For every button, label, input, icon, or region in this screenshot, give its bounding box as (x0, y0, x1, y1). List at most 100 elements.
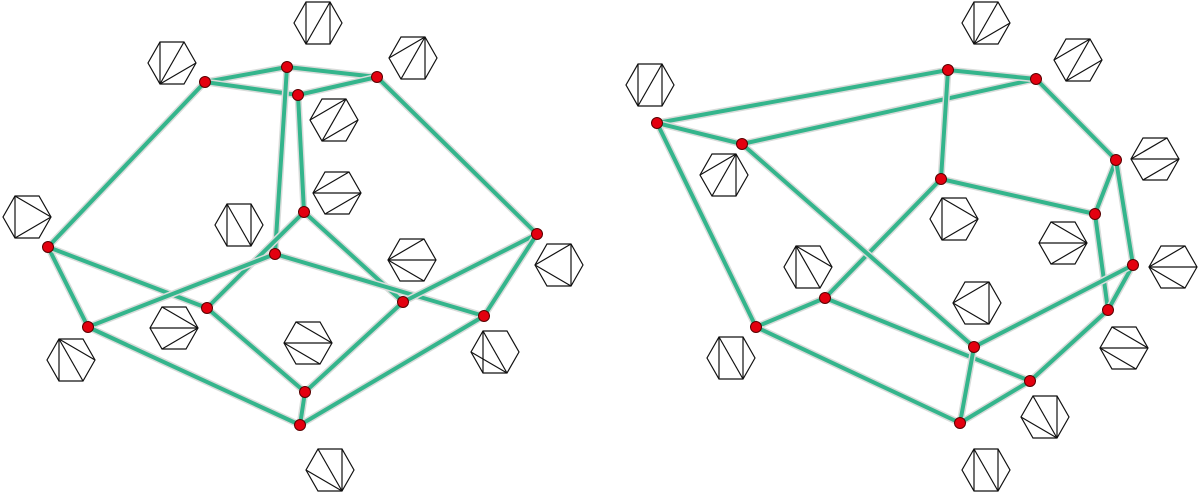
graph-edge (1104, 261, 1137, 314)
triangulated-hexagon-icon (305, 448, 355, 492)
graph-vertex (371, 71, 383, 83)
hexagon-diagonal (973, 448, 999, 492)
graph-edge (283, 63, 381, 81)
hexagon-diagonal (226, 203, 252, 247)
triangulated-hexagon-icon (625, 63, 675, 107)
graph-edge (296, 312, 488, 429)
graph-edge (480, 230, 541, 320)
graph-edge (373, 73, 541, 238)
hexagon-diagonal (400, 36, 426, 80)
graph-vertex (1102, 304, 1114, 316)
triangulated-hexagon-icon (2, 195, 52, 239)
graph-edge (956, 343, 978, 427)
triangulated-hexagon-icon (1148, 245, 1198, 289)
triangulated-hexagon-icon (783, 245, 833, 289)
hexagon-diagonal (321, 98, 347, 142)
hexagon-diagonal (58, 338, 96, 361)
graph-edge (271, 63, 291, 258)
graph-edge (752, 294, 829, 331)
graph-edge (301, 298, 407, 396)
hexagon-diagonal (711, 153, 737, 197)
graph-edge (1032, 75, 1120, 164)
hexagon-diagonal (941, 197, 979, 220)
graph-edge (821, 294, 1034, 385)
graph-vertex (201, 302, 213, 314)
triangulated-hexagon-icon (149, 306, 199, 350)
graph-edge (653, 119, 760, 331)
triangulated-hexagon-icon (214, 203, 264, 247)
graph-edge (752, 323, 964, 427)
hexagon-diagonal (699, 153, 737, 176)
hexagon-diagonal (159, 62, 197, 85)
graph-edge (653, 66, 952, 127)
triangulated-hexagon-icon (1020, 395, 1070, 439)
hexagon-diagonal (534, 264, 572, 287)
hexagon-diagonal (534, 243, 572, 266)
graph-vertex (651, 117, 663, 129)
hexagon-outline (929, 197, 979, 241)
graph-vertex (42, 241, 54, 253)
hexagon-diagonal (1032, 395, 1058, 439)
triangulated-hexagon-icon (283, 321, 333, 365)
graph-vertex (531, 228, 543, 240)
right-flip-graph (625, 1, 1198, 492)
hexagon-outline (534, 243, 584, 287)
hexagon-diagonal (795, 245, 821, 289)
hexagon-diagonal (161, 327, 199, 350)
graph-vertex (968, 341, 980, 353)
triangulated-hexagon-icon (1053, 38, 1103, 82)
graph-edge (937, 175, 1099, 218)
graph-vertex (1024, 375, 1036, 387)
hexagon-outline (952, 281, 1002, 325)
hexagon-diagonal (1099, 347, 1137, 370)
graph-edge (653, 119, 746, 148)
graph-edge (956, 377, 1034, 427)
hexagon-diagonal (388, 36, 426, 59)
graph-vertex (942, 64, 954, 76)
graph-edge (1026, 306, 1112, 385)
hexagon-diagonal (482, 330, 508, 374)
graph-vertex (299, 386, 311, 398)
graph-vertex (736, 138, 748, 150)
graph-vertex (1089, 208, 1101, 220)
graph-vertex (269, 248, 281, 260)
triangulated-hexagon-icon (706, 336, 756, 380)
hexagon-diagonal (14, 216, 52, 239)
graph-vertex (199, 76, 211, 88)
hexagon-diagonal (295, 321, 333, 344)
hexagon-diagonal (952, 281, 990, 304)
graph-vertex (954, 417, 966, 429)
graph-edge (44, 243, 211, 312)
triangulated-hexagon-icon (1038, 221, 1088, 265)
graph-edge (937, 66, 952, 183)
hexagon-diagonal (1053, 38, 1091, 61)
hexagon-diagonal (283, 342, 321, 365)
graph-vertex (1110, 154, 1122, 166)
triangulated-hexagon-icon (929, 197, 979, 241)
triangulated-hexagon-icon (699, 153, 749, 197)
graph-vertex (1127, 259, 1139, 271)
triangulated-hexagon-icon (1099, 326, 1149, 370)
graph-vertex (298, 206, 310, 218)
triangulated-hexagon-icon (470, 330, 520, 374)
graph-edge (738, 75, 1040, 148)
hexagon-diagonal (1148, 266, 1186, 289)
graph-edge (294, 91, 308, 216)
hexagon-diagonal (1111, 326, 1149, 349)
graph-vertex (1030, 73, 1042, 85)
hexagon-diagonal (324, 192, 362, 215)
graph-vertex (82, 321, 94, 333)
hexagon-diagonal (309, 98, 347, 121)
hexagon-diagonal (312, 171, 350, 194)
triangulated-hexagon-icon (309, 98, 359, 142)
triangulated-hexagon-icon (952, 281, 1002, 325)
graph-edge (44, 243, 92, 331)
graph-edge (84, 250, 279, 331)
hexagon-diagonal (321, 119, 359, 142)
graph-vertex (294, 419, 306, 431)
hexagon-diagonal (1142, 158, 1180, 181)
hexagon-diagonal (973, 1, 999, 45)
graph-vertex (478, 310, 490, 322)
graph-vertex (819, 292, 831, 304)
